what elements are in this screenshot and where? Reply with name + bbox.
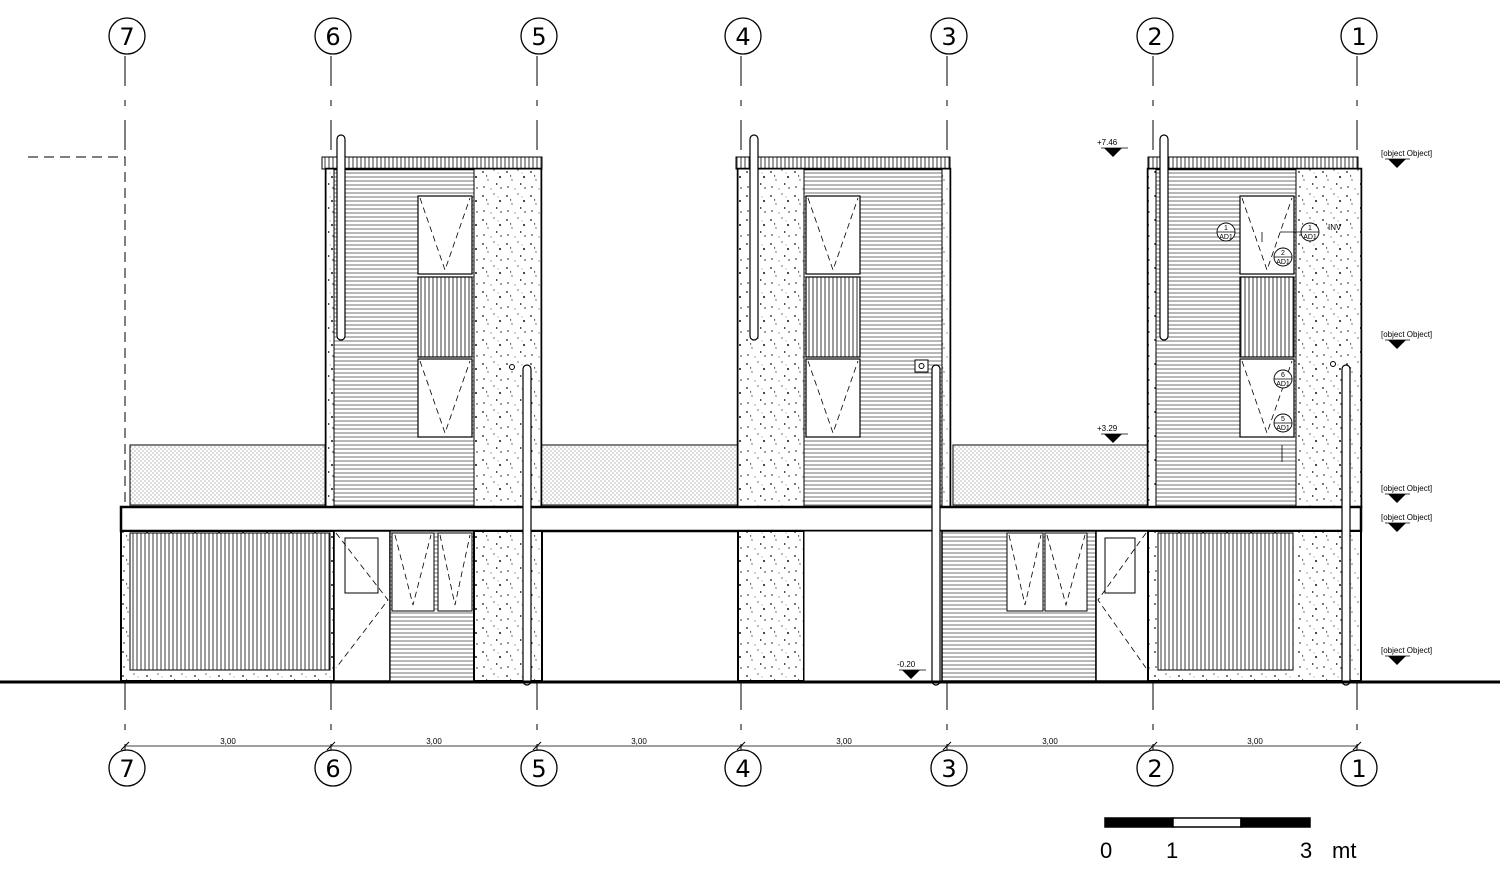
grid-bubble: [1340, 17, 1378, 55]
scale-label-1: 1: [1166, 838, 1178, 863]
level-triangle: [902, 670, 920, 679]
neighbour-outline: [28, 156, 126, 505]
level-triangle: [1388, 159, 1406, 168]
level-label: [object Object]: [1381, 513, 1432, 522]
detail-tag-number: 2: [1281, 250, 1285, 257]
level-triangle: [1388, 494, 1406, 503]
grid-axis-lines: [124, 56, 1358, 752]
grid-bubble: [724, 17, 762, 55]
grid-axis-label: 5: [531, 23, 546, 51]
detail-tag-ref: AD1: [1276, 425, 1290, 432]
dimension-tick: [1148, 741, 1158, 751]
grid-axis-label: 5: [531, 755, 546, 783]
grid-bubbles-bottom: 7 6 5 4 3 2 1: [108, 749, 1378, 787]
grid-bubble: [108, 749, 146, 787]
level-triangle: [1388, 523, 1406, 532]
level-label: -0.20: [897, 660, 916, 669]
grid-axis-label: 1: [1351, 755, 1366, 783]
scale-label-3: 3: [1300, 838, 1312, 863]
dimension-chain: 3,00 3,00 3,00 3,00 3,00 3,00: [120, 737, 1362, 751]
grid-axis-label: 4: [735, 755, 750, 783]
level-label: [object Object]: [1381, 484, 1432, 493]
level-label: [object Object]: [1381, 149, 1432, 158]
mesh-fence-2: [540, 444, 739, 506]
grid-bubble: [930, 17, 968, 55]
grid-bubble: [1136, 17, 1174, 55]
level-markers: [object Object] [object Object] [object Ob…: [897, 138, 1432, 679]
grid-bubble: [520, 17, 558, 55]
grid-bubbles-top: 7 6 5 4 3 2 1: [108, 17, 1378, 55]
dimension-text: 3,00: [426, 737, 442, 746]
dimension-tick: [532, 741, 542, 751]
level-triangle: [1388, 656, 1406, 665]
scale-label-0: 0: [1100, 838, 1112, 863]
dimension-text: 3,00: [631, 737, 647, 746]
inv-label: INV: [1328, 223, 1342, 232]
grid-axis-label: 4: [735, 23, 750, 51]
scale-bar: 0 1 3 mt: [1100, 817, 1356, 863]
dimension-tick: [326, 741, 336, 751]
grid-bubble: [314, 749, 352, 787]
grid-axis-label: 3: [941, 23, 956, 51]
dimension-tick: [736, 741, 746, 751]
dimension-text: 3,00: [1042, 737, 1058, 746]
detail-tag-ref: AD1: [1219, 234, 1233, 241]
grid-bubble: [1136, 749, 1174, 787]
grid-bubble: [108, 17, 146, 55]
ground-floor: [120, 364, 1362, 686]
dimension-tick: [942, 741, 952, 751]
level-triangle: [1104, 148, 1122, 157]
grid-axis-label: 3: [941, 755, 956, 783]
tower-unit-b: [735, 134, 952, 509]
level-label: [object Object]: [1381, 330, 1432, 339]
dimension-tick: [1352, 741, 1362, 751]
grid-axis-label: 1: [1351, 23, 1366, 51]
tower-unit-a: [321, 134, 543, 509]
scale-unit: mt: [1332, 838, 1356, 863]
mesh-fence-1: [129, 444, 326, 506]
dimension-tick: [120, 741, 130, 751]
grid-axis-label: 7: [119, 23, 134, 51]
detail-tag-number: 1: [1224, 225, 1228, 232]
floor-slab: [119, 505, 1363, 533]
grid-bubble: [724, 749, 762, 787]
mesh-fence-3: [952, 444, 1150, 506]
grid-axis-label: 2: [1147, 23, 1162, 51]
grid-bubble: [314, 17, 352, 55]
detail-tag-number: 6: [1281, 372, 1285, 379]
detail-tag-ref: AD1: [1276, 259, 1290, 266]
grid-axis-label: 6: [325, 755, 340, 783]
grid-axis-label: 7: [119, 755, 134, 783]
grid-axis-label: 6: [325, 23, 340, 51]
level-label: [object Object]: [1381, 646, 1432, 655]
detail-tag-ref: AD1: [1276, 381, 1290, 388]
grid-bubble: [520, 749, 558, 787]
detail-tag-number: 1: [1308, 225, 1312, 232]
level-label: +3.29: [1097, 424, 1118, 433]
dimension-text: 3,00: [220, 737, 236, 746]
level-triangle: [1388, 340, 1406, 349]
dimension-text: 3,00: [836, 737, 852, 746]
dimension-text: 3,00: [1247, 737, 1263, 746]
detail-tag-ref: AD1: [1303, 234, 1317, 241]
level-label: +7.46: [1097, 138, 1118, 147]
grid-bubble: [930, 749, 968, 787]
detail-tag-number: 5: [1281, 416, 1285, 423]
grid-bubble: [1340, 749, 1378, 787]
tower-unit-c: [1146, 134, 1363, 509]
grid-axis-label: 2: [1147, 755, 1162, 783]
level-triangle: [1104, 434, 1122, 443]
